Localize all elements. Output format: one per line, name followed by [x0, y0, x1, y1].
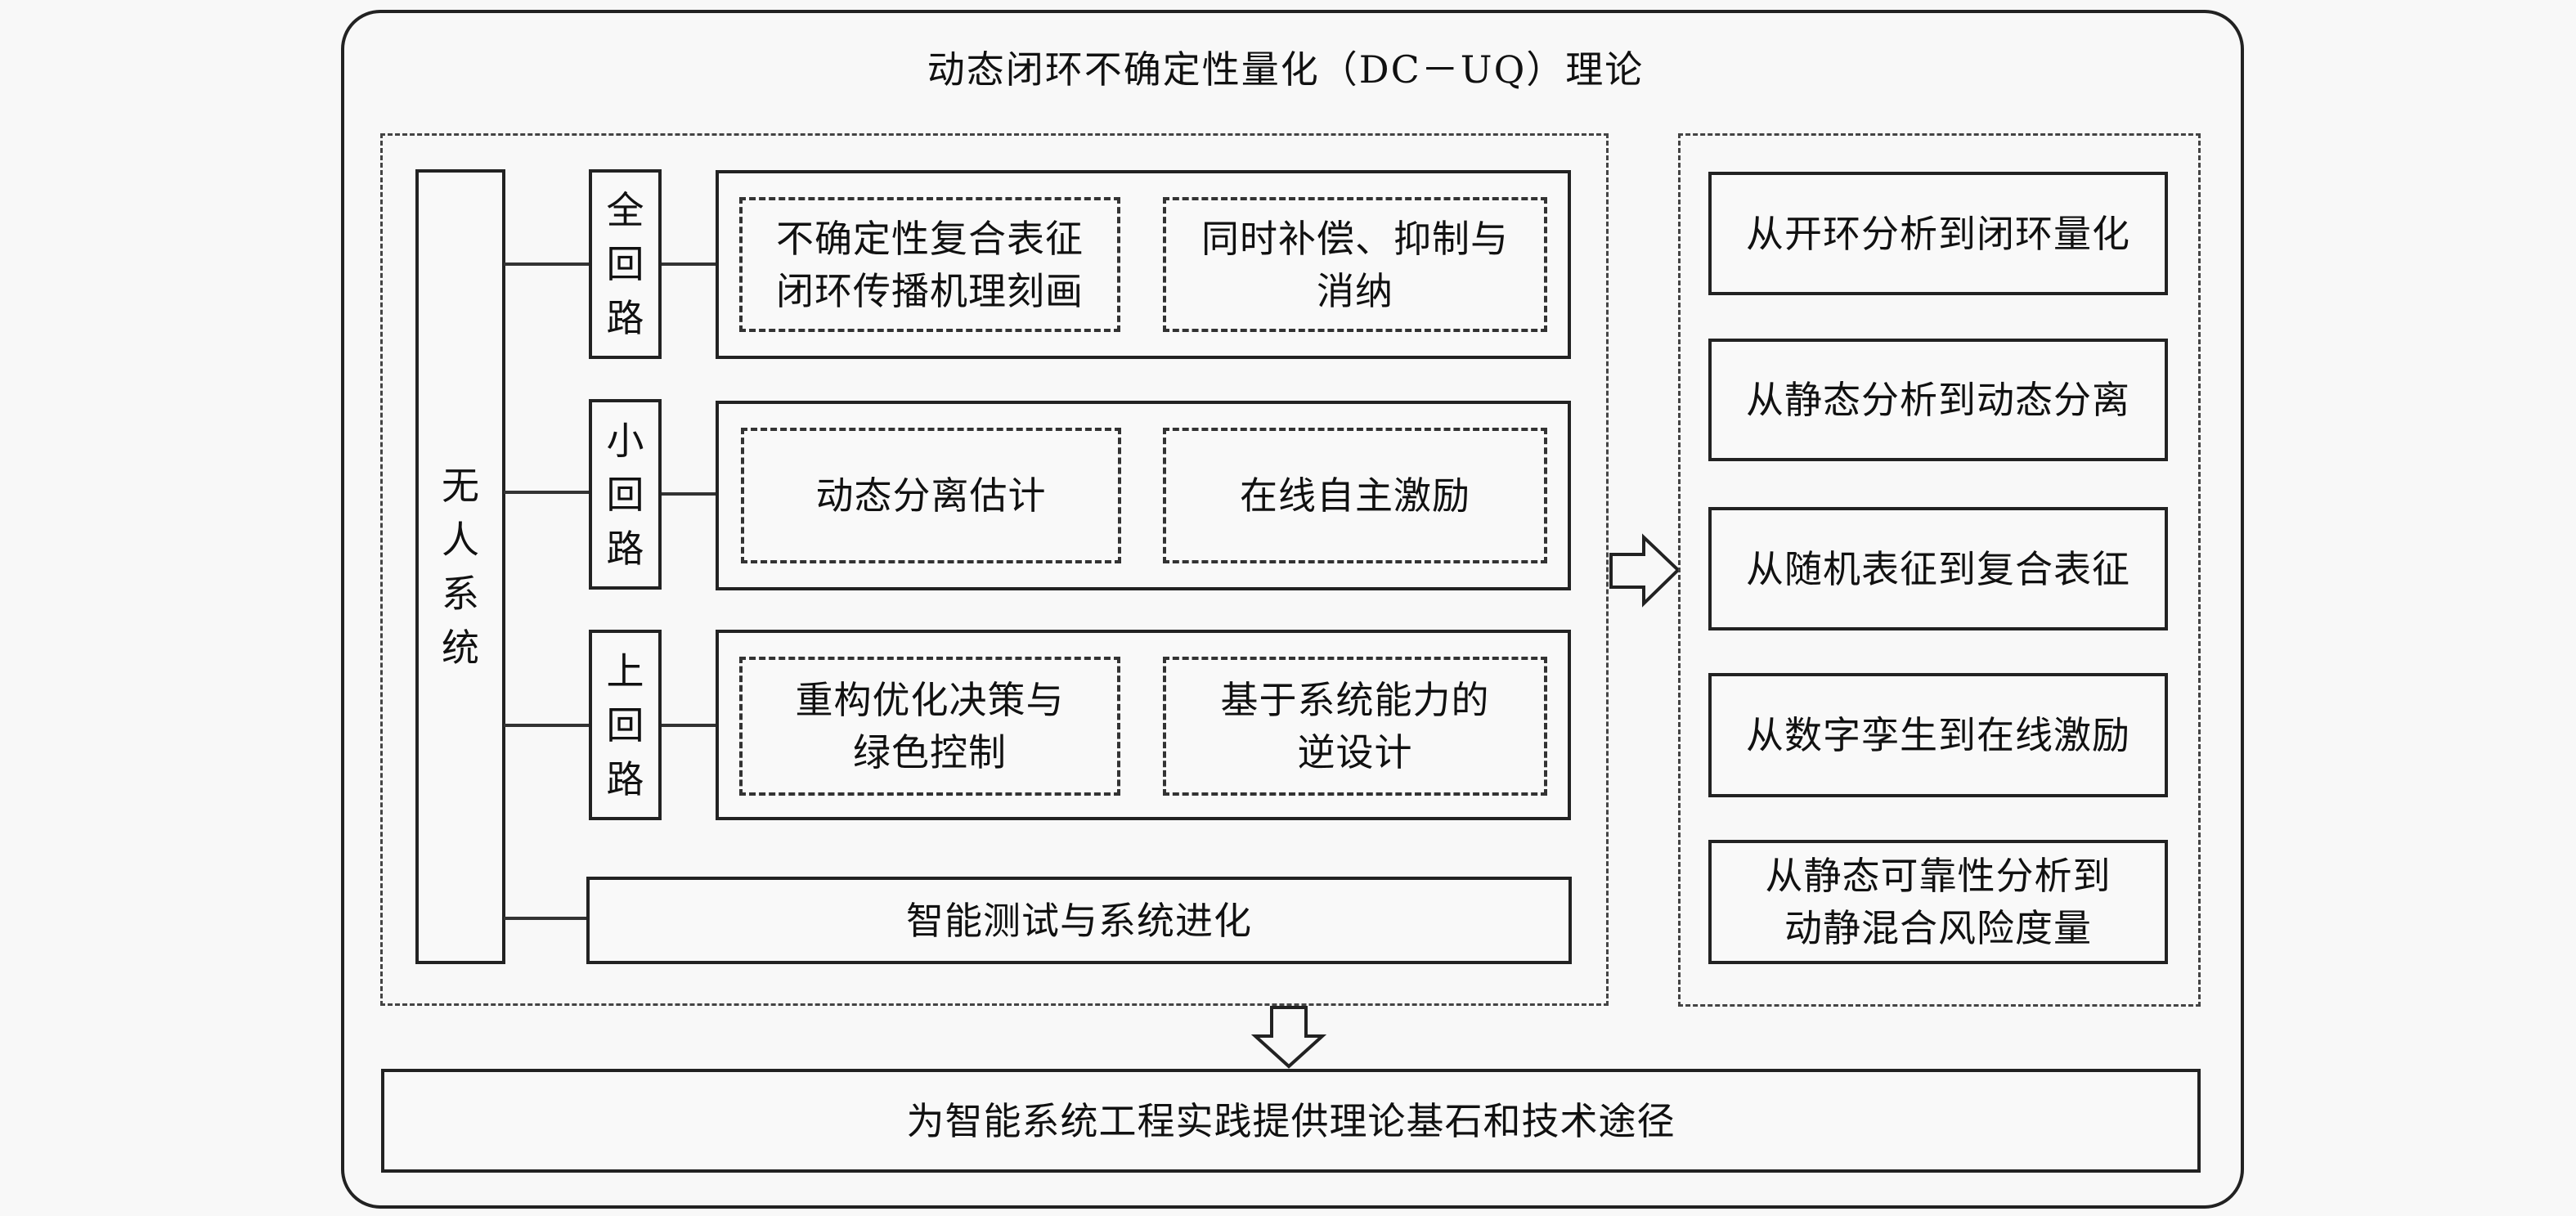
outer-frame: [341, 10, 2244, 1209]
item-line: 从开环分析到闭环量化: [1746, 211, 2130, 256]
connector-small-loop-content: [659, 492, 718, 496]
down-arrow-icon: [1251, 1006, 1326, 1069]
loop-content-full: [716, 170, 1571, 359]
loop-item: 同时补偿、抑制与 消纳: [1163, 197, 1547, 332]
loop-content-upper: [716, 630, 1571, 820]
loop-item: 在线自主激励: [1163, 428, 1547, 563]
loop-item: 不确定性复合表征 闭环传播机理刻画: [739, 197, 1120, 332]
conclusion-label: 为智能系统工程实践提供理论基石和技术途径: [906, 1098, 1676, 1143]
evolution-box: 智能测试与系统进化: [586, 877, 1572, 964]
loop-label-text: 上回路: [606, 648, 644, 801]
item-line: 闭环传播机理刻画: [776, 268, 1084, 313]
item-line: 同时补偿、抑制与: [1201, 216, 1509, 261]
item-line: 绿色控制: [853, 730, 1007, 774]
loop-label-text: 全回路: [606, 188, 644, 340]
connector-system-small-loop: [504, 491, 590, 494]
transition-item: 从静态分析到动态分离: [1708, 339, 2168, 461]
item-line: 不确定性复合表征: [776, 216, 1084, 261]
loop-item: 基于系统能力的 逆设计: [1163, 657, 1547, 796]
loop-label-full: 全回路: [589, 169, 662, 359]
transition-item: 从开环分析到闭环量化: [1708, 172, 2168, 295]
loop-content-small: [716, 401, 1571, 590]
transition-item: 从随机表征到复合表征: [1708, 507, 2168, 630]
item-line: 动态分离估计: [815, 473, 1047, 518]
loop-item: 重构优化决策与 绿色控制: [739, 657, 1120, 796]
item-line: 从静态分析到动态分离: [1746, 378, 2130, 422]
item-line: 在线自主激励: [1240, 473, 1470, 518]
left-group-frame: [380, 133, 1609, 1006]
item-line: 从随机表征到复合表征: [1746, 546, 2130, 591]
loop-label-text: 小回路: [606, 418, 644, 571]
connector-system-full-loop: [504, 262, 590, 266]
loop-label-upper: 上回路: [589, 630, 662, 820]
right-arrow-icon: [1609, 533, 1681, 608]
evolution-label: 智能测试与系统进化: [906, 898, 1252, 943]
item-line: 从静态可靠性分析到: [1765, 854, 2112, 898]
system-box: 无人系统: [415, 169, 505, 964]
connector-system-upper-loop: [504, 724, 590, 727]
system-label: 无人系统: [442, 464, 479, 670]
item-line: 基于系统能力的: [1220, 678, 1490, 722]
loop-label-small: 小回路: [589, 399, 662, 590]
connector-full-loop-content: [659, 262, 718, 266]
transition-item: 从静态可靠性分析到 动静混合风险度量: [1708, 840, 2168, 964]
item-line: 重构优化决策与: [795, 678, 1065, 722]
item-line: 动静混合风险度量: [1784, 906, 2092, 950]
conclusion-box: 为智能系统工程实践提供理论基石和技术途径: [381, 1069, 2201, 1173]
item-line: 逆设计: [1297, 730, 1413, 774]
transition-item: 从数字孪生到在线激励: [1708, 673, 2168, 797]
right-group-frame: [1678, 133, 2201, 1007]
diagram-title: 动态闭环不确定性量化（DC－UQ）理论: [927, 47, 1645, 92]
item-line: 从数字孪生到在线激励: [1746, 713, 2130, 757]
connector-system-evolution: [504, 917, 588, 920]
connector-upper-loop-content: [659, 724, 718, 727]
loop-item: 动态分离估计: [741, 428, 1121, 563]
item-line: 消纳: [1317, 268, 1393, 313]
